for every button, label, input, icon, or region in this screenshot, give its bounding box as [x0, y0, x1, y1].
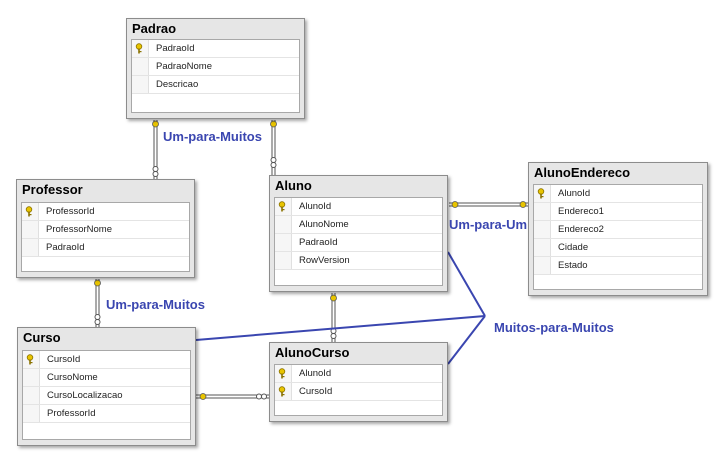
infinity-end-markers: [94, 157, 337, 400]
table-professor[interactable]: Professor ProfessorId ProfessorNome Padr…: [16, 179, 195, 278]
table-aluno[interactable]: Aluno AlunoId AlunoNome PadraoId RowVers…: [269, 175, 448, 292]
key-icon: [23, 351, 40, 368]
column-row[interactable]: Endereco2: [534, 221, 702, 239]
key-end-markers: [94, 120, 527, 400]
column-name: CursoId: [47, 354, 81, 365]
column-row[interactable]: CursoLocalizacao: [23, 387, 190, 405]
column-name: Endereco2: [558, 224, 604, 235]
table-title: AlunoEndereco: [534, 165, 631, 180]
column-row[interactable]: Cidade: [534, 239, 702, 257]
column-name: Endereco1: [558, 206, 604, 217]
column-name: PadraoId: [299, 237, 338, 248]
column-row[interactable]: Estado: [534, 257, 702, 275]
column-name: Cidade: [558, 242, 589, 253]
label-padrao-um-para-muitos: Um-para-Muitos: [163, 129, 262, 144]
column-grid: CursoId CursoNome CursoLocalizacao Profe…: [22, 350, 191, 440]
column-name: CursoNome: [47, 372, 98, 383]
column-name: PadraoId: [156, 43, 195, 54]
column-row[interactable]: CursoNome: [23, 369, 190, 387]
column-row[interactable]: AlunoId: [275, 365, 442, 383]
label-um-para-um: Um-para-Um: [449, 217, 528, 232]
column-row[interactable]: Descricao: [132, 76, 299, 94]
column-row[interactable]: PadraoId: [22, 239, 189, 257]
column-name: Descricao: [156, 79, 199, 90]
column-name: AlunoId: [299, 368, 332, 379]
key-icon: [22, 203, 39, 220]
column-row[interactable]: ProfessorId: [23, 405, 190, 423]
column-row[interactable]: AlunoId: [275, 198, 442, 216]
relation-aluno-alunoendereco: [449, 202, 528, 207]
column-name: AlunoId: [558, 188, 591, 199]
column-name: Estado: [558, 260, 588, 271]
column-name: ProfessorId: [46, 206, 95, 217]
label-muitos-para-muitos: Muitos-para-Muitos: [494, 320, 614, 335]
column-row[interactable]: ProfessorNome: [22, 221, 189, 239]
key-icon: [275, 383, 292, 400]
column-grid: AlunoId AlunoNome PadraoId RowVersion: [274, 197, 443, 286]
column-name: RowVersion: [299, 255, 350, 266]
column-name: ProfessorNome: [46, 224, 112, 235]
column-name: CursoId: [299, 386, 333, 397]
column-row[interactable]: CursoId: [23, 351, 190, 369]
column-name: ProfessorId: [47, 408, 96, 419]
column-name: PadraoNome: [156, 61, 212, 72]
column-row[interactable]: ProfessorId: [22, 203, 189, 221]
column-name: PadraoId: [46, 242, 85, 253]
column-name: AlunoNome: [299, 219, 349, 230]
column-row[interactable]: PadraoId: [275, 234, 442, 252]
column-row[interactable]: RowVersion: [275, 252, 442, 270]
table-title: Curso: [23, 330, 61, 345]
column-name: AlunoId: [299, 201, 332, 212]
table-curso[interactable]: Curso CursoId CursoNome CursoLocalizacao…: [17, 327, 196, 446]
table-title: Padrao: [132, 21, 177, 36]
column-row[interactable]: CursoId: [275, 383, 442, 401]
label-professor-um-para-muitos: Um-para-Muitos: [106, 297, 205, 312]
column-row[interactable]: PadraoNome: [132, 58, 299, 76]
table-title: Aluno: [275, 178, 312, 193]
key-icon: [275, 198, 292, 215]
key-icon: [275, 365, 292, 382]
column-row[interactable]: Endereco1: [534, 203, 702, 221]
key-icon: [132, 40, 149, 57]
table-alunoendereco[interactable]: AlunoEndereco AlunoId Endereco1 Endereco…: [528, 162, 708, 296]
column-grid: ProfessorId ProfessorNome PadraoId: [21, 202, 190, 272]
column-grid: AlunoId Endereco1 Endereco2 Cidade Estad…: [533, 184, 703, 290]
column-row[interactable]: PadraoId: [132, 40, 299, 58]
column-grid: AlunoId CursoId: [274, 364, 443, 416]
table-title: AlunoCurso: [275, 345, 350, 360]
table-padrao[interactable]: Padrao PadraoId PadraoNome Descricao: [126, 18, 305, 119]
column-name: CursoLocalizacao: [47, 390, 123, 401]
column-grid: PadraoId PadraoNome Descricao: [131, 39, 300, 113]
key-icon: [534, 185, 551, 202]
table-alunocurso[interactable]: AlunoCurso AlunoId CursoId: [269, 342, 448, 422]
column-row[interactable]: AlunoNome: [275, 216, 442, 234]
column-row[interactable]: AlunoId: [534, 185, 702, 203]
annotation-lines: [195, 251, 486, 365]
table-title: Professor: [22, 182, 83, 197]
